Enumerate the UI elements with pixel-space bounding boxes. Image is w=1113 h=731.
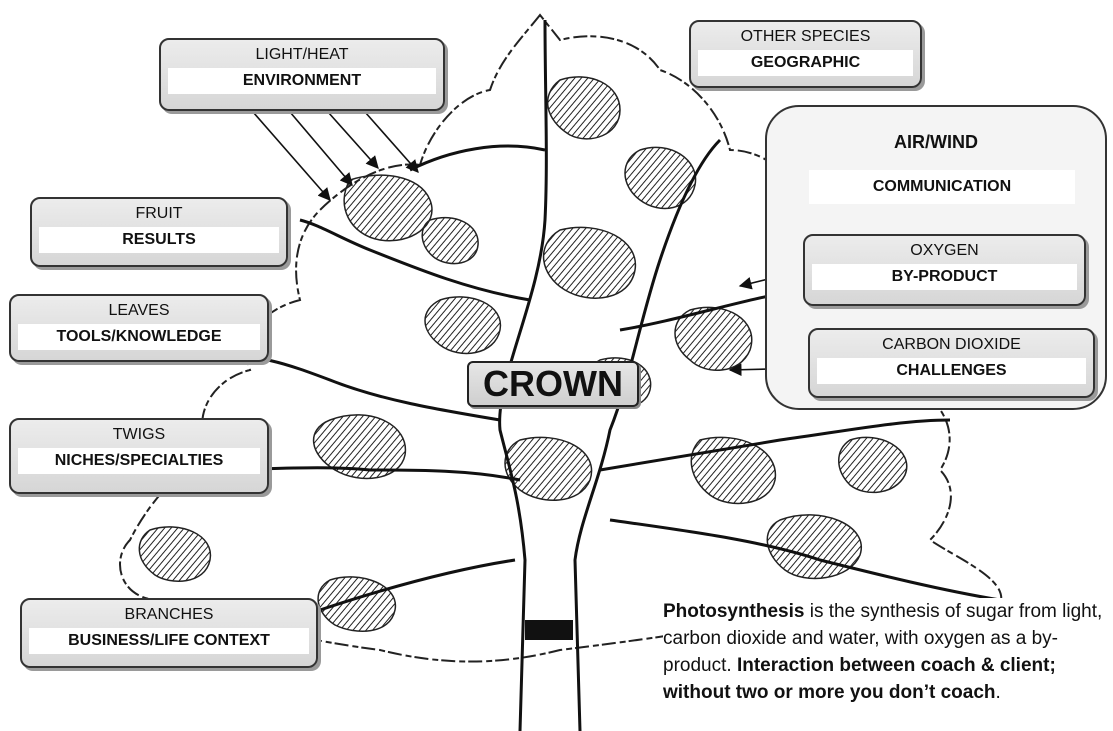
trunk-band — [525, 620, 573, 640]
other-species-label: OTHER SPECIES — [691, 22, 920, 47]
twigs-label: TWIGS — [11, 420, 267, 445]
photosynthesis-term: Photosynthesis — [663, 601, 804, 622]
carbon-dioxide-box: CARBON DIOXIDE CHALLENGES — [808, 328, 1095, 398]
photosynthesis-caption: Photosynthesis is the synthesis of sugar… — [663, 598, 1108, 706]
fruit-label: FRUIT — [32, 199, 286, 224]
branches-box: BRANCHES BUSINESS/LIFE CONTEXT — [20, 598, 318, 668]
communication-label: COMMUNICATION — [809, 170, 1075, 204]
geographic-label: GEOGRAPHIC — [698, 50, 913, 76]
niches-specialties-label: NICHES/SPECIALTIES — [18, 448, 260, 474]
by-product-label: BY-PRODUCT — [812, 264, 1077, 290]
business-life-context-label: BUSINESS/LIFE CONTEXT — [29, 628, 309, 654]
tools-knowledge-label: TOOLS/KNOWLEDGE — [18, 324, 260, 350]
branches-label: BRANCHES — [22, 600, 316, 625]
oxygen-label: OXYGEN — [805, 236, 1084, 261]
caption-end: . — [996, 682, 1001, 703]
challenges-label: CHALLENGES — [817, 358, 1086, 384]
fruit-box: FRUIT RESULTS — [30, 197, 288, 267]
air-wind-title: AIR/WIND — [767, 132, 1105, 153]
leaves-box: LEAVES TOOLS/KNOWLEDGE — [9, 294, 269, 362]
other-species-box: OTHER SPECIES GEOGRAPHIC — [689, 20, 922, 88]
results-label: RESULTS — [39, 227, 279, 253]
environment-label: ENVIRONMENT — [168, 68, 436, 94]
light-heat-label: LIGHT/HEAT — [161, 40, 443, 65]
light-heat-box: LIGHT/HEAT ENVIRONMENT — [159, 38, 445, 111]
leaves-label: LEAVES — [11, 296, 267, 321]
crown-label: CROWN — [467, 361, 639, 407]
twigs-box: TWIGS NICHES/SPECIALTIES — [9, 418, 269, 494]
oxygen-box: OXYGEN BY-PRODUCT — [803, 234, 1086, 306]
carbon-dioxide-label: CARBON DIOXIDE — [810, 330, 1093, 355]
